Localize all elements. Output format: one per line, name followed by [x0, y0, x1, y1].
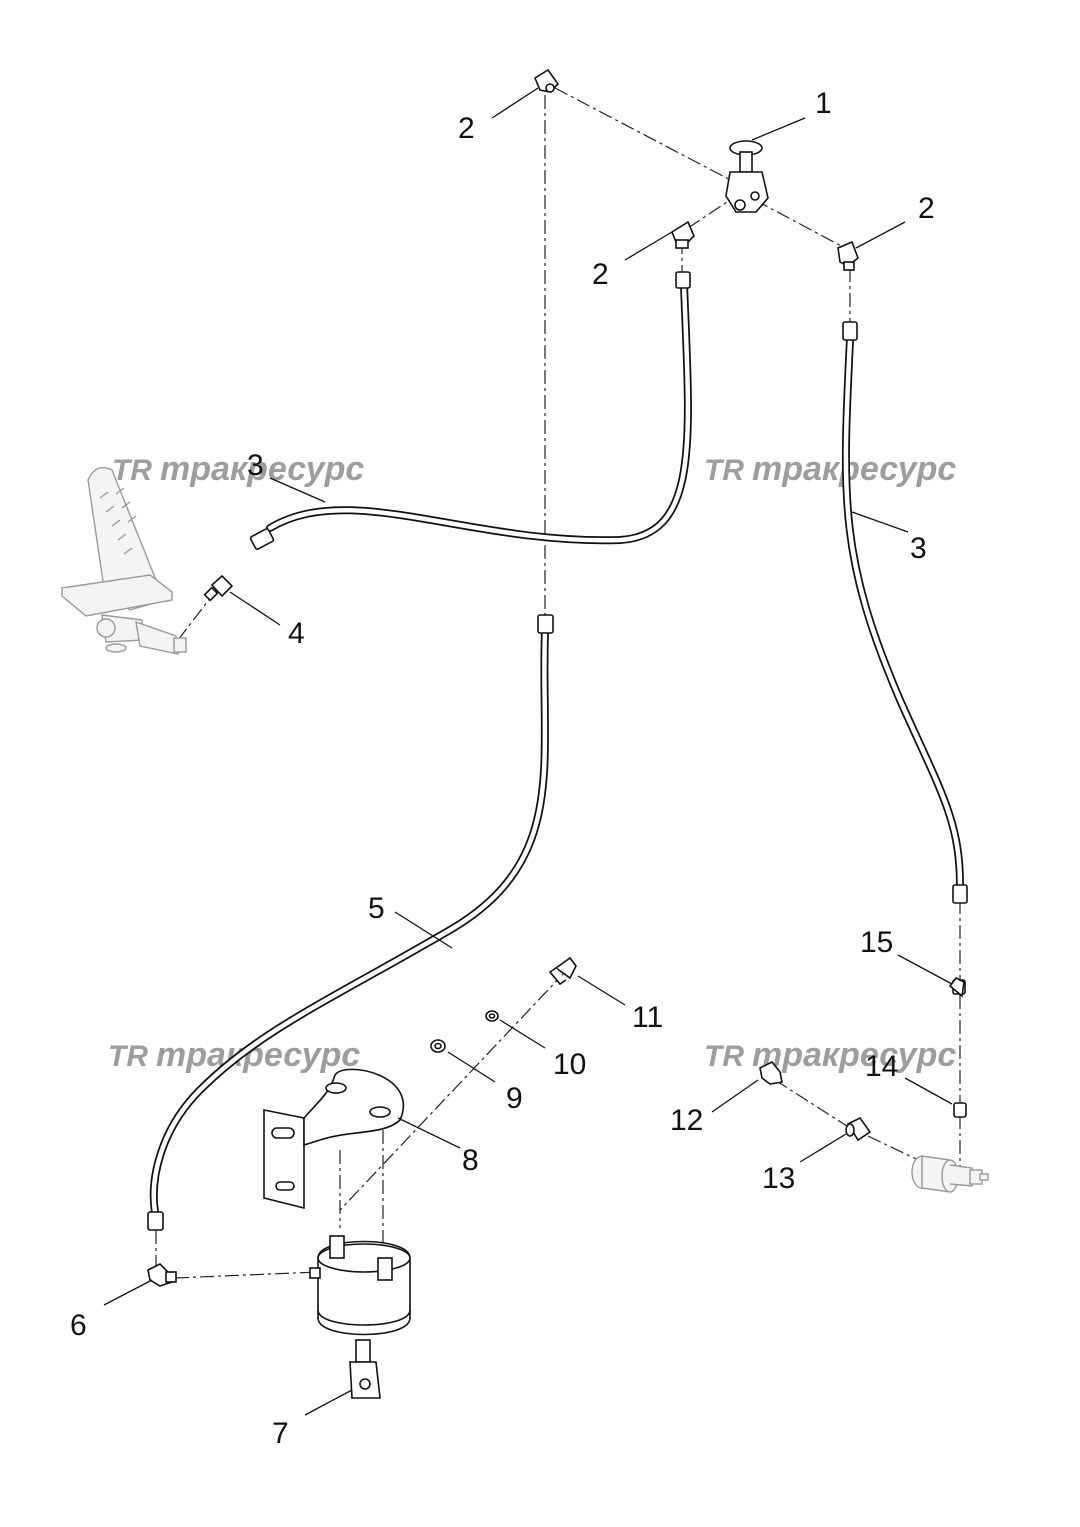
leader-lines [103, 87, 953, 1416]
callout-13: 13 [762, 1162, 795, 1195]
assembly-lines [155, 87, 961, 1279]
watermark-top-right: TR тракресурс [704, 450, 956, 488]
watermark-logo: TR [704, 1040, 744, 1073]
part-12-elbow [759, 1060, 783, 1085]
watermark-text: тракресурс [752, 1036, 956, 1074]
callout-4: 4 [288, 617, 305, 650]
part-10-washer [485, 1010, 499, 1022]
part-11-bolt [548, 956, 577, 986]
callout-14: 14 [865, 1050, 898, 1083]
hose-5 [147, 614, 554, 1231]
callout-9: 9 [506, 1082, 523, 1115]
callout-12: 12 [670, 1104, 703, 1137]
part-14-nut [953, 1102, 967, 1118]
callout-11: 11 [632, 1001, 663, 1034]
callout-5: 5 [368, 892, 385, 925]
part-2-elbow-mid [671, 220, 695, 249]
part-1-hand-valve [725, 140, 769, 213]
callout-7: 7 [272, 1417, 289, 1450]
callout-6: 6 [70, 1309, 87, 1342]
part-6-elbow [147, 1263, 177, 1287]
callout-3: 3 [247, 449, 264, 482]
brake-pedal-ghost [60, 466, 187, 655]
watermark-logo: TR [108, 1040, 148, 1073]
callout-2: 2 [458, 112, 475, 145]
callout-numbers: 1 2 2 2 3 3 4 5 6 7 8 9 10 11 12 13 14 1… [70, 87, 935, 1450]
watermark-logo: TR [704, 454, 744, 487]
watermark-logo: TR [112, 454, 152, 487]
part-2-elbow-top [533, 68, 560, 93]
part-7-brake-chamber [309, 1235, 411, 1399]
part-9-washer [430, 1039, 446, 1053]
brake-valve-ghost [911, 1155, 989, 1193]
part-13-adapter [845, 1116, 872, 1142]
callout-8: 8 [462, 1144, 479, 1177]
watermark-bottom-left: TR тракресурс [108, 1036, 360, 1074]
part-2-elbow-right [837, 240, 859, 271]
part-8-bracket [263, 1068, 404, 1210]
callout-1: 1 [815, 87, 832, 120]
watermark-top-left: TR тракресурс [112, 450, 364, 488]
watermark-text: тракресурс [752, 450, 956, 488]
part-4-adapter [203, 574, 234, 602]
callout-10: 10 [553, 1048, 586, 1081]
callout-2: 2 [918, 192, 935, 225]
part-15-tee [948, 976, 966, 998]
callout-2: 2 [592, 258, 609, 291]
watermark-text: тракресурс [160, 450, 364, 488]
hose-3-left [249, 271, 692, 550]
watermark-bottom-right: TR тракресурс [704, 1036, 956, 1074]
callout-3: 3 [910, 532, 927, 565]
callout-15: 15 [860, 926, 893, 959]
hose-3-right [841, 321, 968, 904]
